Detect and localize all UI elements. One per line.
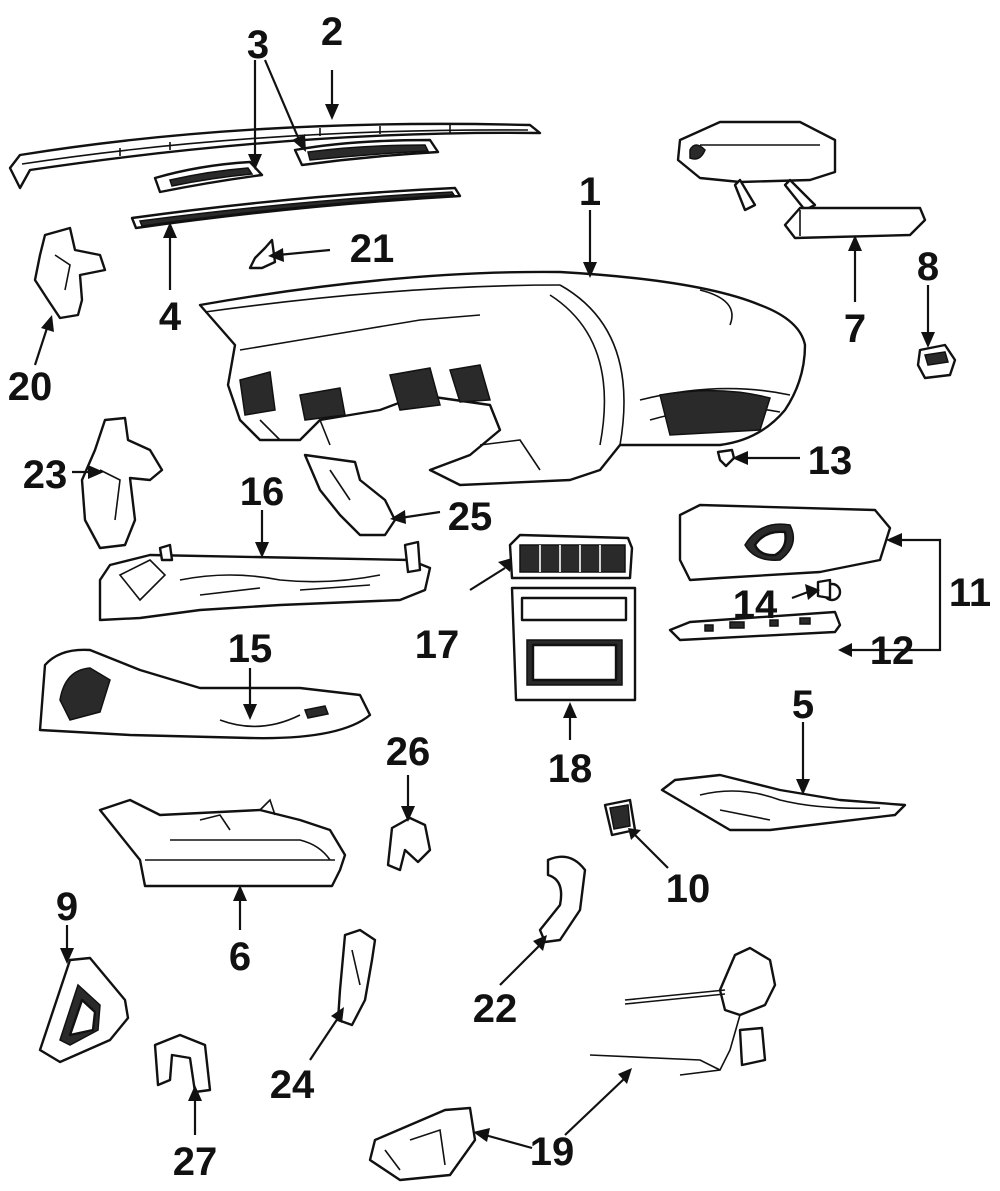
callout-2: 2 xyxy=(321,10,343,54)
callout-14: 14 xyxy=(733,583,778,627)
callout-1: 1 xyxy=(579,170,601,214)
callout-15: 15 xyxy=(228,627,273,671)
part-26-hook-bracket xyxy=(386,816,432,872)
part-8-vent xyxy=(916,343,957,380)
leader-lines xyxy=(33,59,942,1150)
part-18-radio-bezel xyxy=(510,586,637,702)
callout-26: 26 xyxy=(386,730,431,774)
callout-7: 7 xyxy=(844,307,866,351)
part-24-bracket xyxy=(336,928,377,1027)
part-21-clip xyxy=(248,238,277,270)
part-17-center-vent xyxy=(508,533,634,580)
callout-12: 12 xyxy=(870,629,915,673)
callout-16: 16 xyxy=(240,470,285,514)
part-10-small-vent xyxy=(603,798,637,837)
callout-4: 4 xyxy=(159,295,182,339)
callout-11: 11 xyxy=(949,571,991,615)
callout-6: 6 xyxy=(229,935,251,979)
callout-8: 8 xyxy=(917,245,939,289)
part-16-knee-bolster xyxy=(98,540,432,622)
part-4-defroster-strip xyxy=(130,186,462,230)
part-22-curved-bracket xyxy=(538,855,587,944)
part-3-defroster-grilles xyxy=(153,138,440,194)
callout-13: 13 xyxy=(808,439,853,483)
callout-17: 17 xyxy=(415,623,460,667)
callout-24: 24 xyxy=(270,1063,315,1107)
callout-19: 19 xyxy=(530,1130,575,1174)
callout-numbers: 1 2 3 4 5 6 7 8 9 10 11 12 13 14 15 16 1… xyxy=(8,10,991,1184)
part-14-push-pin xyxy=(816,578,842,602)
callout-9: 9 xyxy=(56,885,78,929)
part-11-glovebox-door xyxy=(678,503,892,582)
part-27-clip xyxy=(153,1033,212,1094)
part-23-side-bracket xyxy=(80,416,164,550)
part-5-closeout-panel xyxy=(660,773,907,832)
part-20-left-bracket xyxy=(33,226,107,320)
callout-18: 18 xyxy=(548,747,593,791)
callout-23: 23 xyxy=(23,453,68,497)
part-6-lower-panel xyxy=(98,798,347,888)
callout-3: 3 xyxy=(247,23,269,67)
part-13-screw xyxy=(716,448,736,468)
callout-10: 10 xyxy=(666,867,711,911)
callout-21: 21 xyxy=(350,227,395,271)
part-12-hinge-strip xyxy=(668,610,842,642)
part-1-instrument-panel xyxy=(198,270,807,487)
callout-20: 20 xyxy=(8,365,53,409)
part-19-duct-assembly xyxy=(368,946,777,1182)
part-9-vent-bezel xyxy=(38,956,130,1064)
part-2-top-molding xyxy=(8,122,542,190)
callout-22: 22 xyxy=(473,987,518,1031)
part-7-duct xyxy=(783,206,927,240)
callout-27: 27 xyxy=(173,1140,218,1184)
callout-5: 5 xyxy=(792,683,814,727)
callout-25: 25 xyxy=(448,495,493,539)
part-15-lower-trim xyxy=(38,648,372,740)
part-25-bracket xyxy=(303,453,397,537)
upper-right-duct-housing xyxy=(676,120,837,212)
